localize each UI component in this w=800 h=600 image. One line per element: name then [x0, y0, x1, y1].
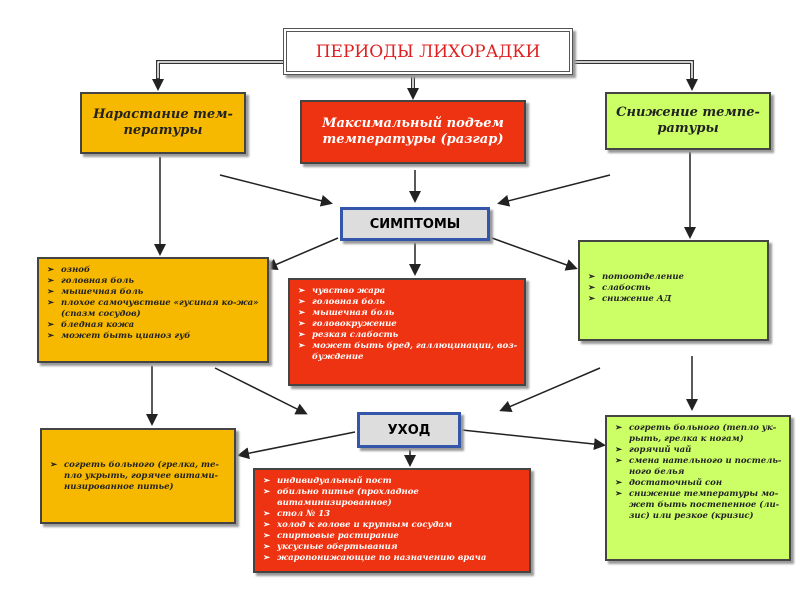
- list-item: достаточный сон: [615, 478, 783, 489]
- list-item: холод к голове и крупным сосудам: [263, 520, 523, 531]
- symptoms-label: СИМПТОМЫ: [340, 207, 490, 241]
- symptoms-rise: озноб головная боль мышечная боль плохое…: [37, 257, 269, 363]
- period-fall: Снижение темпе-ратуры: [605, 92, 771, 150]
- list-item: головокружение: [298, 319, 518, 330]
- list-item: обильно питье (прохладное витаминизирова…: [263, 487, 523, 509]
- page-title: ПЕРИОДЫ ЛИХОРАДКИ: [283, 28, 573, 75]
- list-item: согреть больного (грелка, те-пло укрыть,…: [50, 460, 228, 493]
- list-item: уксусные обертывания: [263, 542, 523, 553]
- list-item: головная боль: [298, 297, 518, 308]
- period-peak: Максимальный подъем температуры (разгар): [300, 100, 526, 164]
- list-item: стол № 13: [263, 509, 523, 520]
- list-item: горячий чай: [615, 445, 783, 456]
- list-item: чувство жара: [298, 286, 518, 297]
- list-item: смена нательного и постель-ного белья: [615, 456, 783, 478]
- care-fall: согреть больного (тепло ук-рыть, грелка …: [605, 415, 791, 561]
- list-item: согреть больного (тепло ук-рыть, грелка …: [615, 423, 783, 445]
- list-item: может быть бред, галлюцинации, воз-бужде…: [298, 341, 518, 363]
- list-item: озноб: [47, 265, 261, 276]
- care-label: УХОД: [357, 412, 461, 448]
- list-item: потоотделение: [588, 272, 761, 283]
- list-item: снижение температуры мо-жет быть постепе…: [615, 489, 783, 522]
- list-item: слабость: [588, 283, 761, 294]
- list-item: плохое самочувствие «гусиная ко-жа» (спа…: [47, 298, 261, 320]
- list-item: жаропонижающие по назначению врача: [263, 553, 523, 564]
- list-item: резкая слабость: [298, 330, 518, 341]
- list-item: снижение АД: [588, 294, 761, 305]
- symptoms-peak: чувство жара головная боль мышечная боль…: [288, 278, 526, 386]
- list-item: головная боль: [47, 276, 261, 287]
- care-peak: индивидуальный пост обильно питье (прохл…: [253, 468, 531, 573]
- list-item: бледная кожа: [47, 320, 261, 331]
- list-item: индивидуальный пост: [263, 476, 523, 487]
- list-item: мышечная боль: [298, 308, 518, 319]
- period-rise: Нарастание тем-пературы: [80, 92, 246, 154]
- list-item: спиртовые растирание: [263, 531, 523, 542]
- list-item: мышечная боль: [47, 287, 261, 298]
- care-rise: согреть больного (грелка, те-пло укрыть,…: [40, 428, 236, 524]
- symptoms-fall: потоотделение слабость снижение АД: [578, 240, 769, 341]
- list-item: может быть цианоз губ: [47, 331, 261, 342]
